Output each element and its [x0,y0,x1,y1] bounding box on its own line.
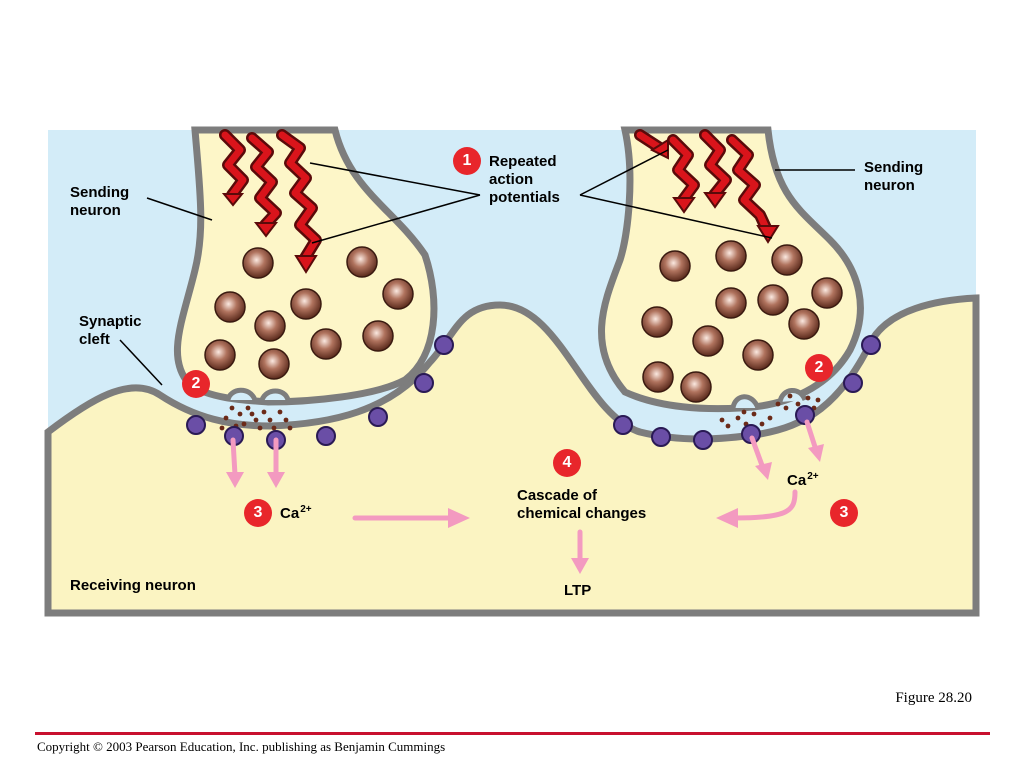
neurotransmitter-dot [241,421,247,427]
repeated-action-potentials-label: Repeated action potentials [489,153,560,206]
copyright-notice: Copyright © 2003 Pearson Education, Inc.… [37,739,446,754]
cascade-label: Cascade of chemical changes [517,487,647,522]
synaptic-vesicle [692,325,724,357]
receptor [316,426,336,446]
receiving-neuron-label: Receiving neuron [70,577,196,594]
synaptic-vesicle [382,278,414,310]
sending-neuron-label-right: Sending neuron [864,159,924,194]
step-2-badge-right: 2 [805,354,833,382]
neurotransmitter-dot [775,401,781,407]
fusion-pores [225,387,808,410]
footer-divider [35,732,990,735]
neurotransmitter-dot [805,395,811,401]
synaptic-vesicle [680,371,712,403]
neurotransmitter-dot [277,409,283,415]
neurotransmitter-dot [815,397,821,403]
receptor [434,335,454,355]
neurotransmitter-dot [237,411,243,417]
synaptic-vesicle [788,308,820,340]
synaptic-vesicles [204,240,843,403]
figure-caption: Figure 28.20 [895,690,972,706]
neurotransmitter-dot [261,409,267,415]
receptor [861,335,881,355]
synaptic-vesicle [771,244,803,276]
neurotransmitter-dot [725,423,731,429]
neurotransmitter-dot [287,425,293,431]
synaptic-vesicle [659,250,691,282]
synaptic-vesicle [242,247,274,279]
neurotransmitter-cluster-left [219,405,293,431]
neurotransmitter-dot [767,415,773,421]
synaptic-vesicle [204,339,236,371]
receptor [741,424,761,444]
sending-neuron-label-left: Sending neuron [70,184,130,219]
synaptic-vesicle [641,306,673,338]
neurotransmitter-dot [751,411,757,417]
calcium-influx-arrows [230,419,819,563]
synaptic-vesicle [310,328,342,360]
step-3-badge-left: 3 [244,499,272,527]
calcium-ion-label-right: Ca2+ [787,471,819,489]
synaptic-vesicle [290,288,322,320]
neurotransmitter-dot [787,393,793,399]
receptor [795,405,815,425]
neurotransmitter-dot [741,409,747,415]
action-potential-arrows-fill [221,131,770,262]
neurotransmitter-dot [219,425,225,431]
synaptic-vesicle [214,291,246,323]
neurotransmitter-dot [759,421,765,427]
neurotransmitter-dot [735,415,741,421]
receptor [613,415,633,435]
step-1-badge: 1 [453,147,481,175]
step-2-badge-left: 2 [182,370,210,398]
receptor [186,415,206,435]
neurotransmitter-dot [283,417,289,423]
neurotransmitter-dot [229,405,235,411]
neurotransmitter-dot [253,417,259,423]
calcium-ion-label-left: Ca2+ [280,504,312,522]
neurotransmitter-dot [257,425,263,431]
step-4-badge: 4 [553,449,581,477]
neurotransmitter-dot [783,405,789,411]
neurotransmitter-dot [249,411,255,417]
synaptic-vesicle [811,277,843,309]
synaptic-vesicle [757,284,789,316]
receptor [368,407,388,427]
receiving-neuron-body [44,294,980,617]
neurotransmitter-dot [795,401,801,407]
synaptic-vesicle [715,287,747,319]
synaptic-vesicle [254,310,286,342]
leader-lines [119,149,855,386]
receptor [651,427,671,447]
synaptic-vesicle [742,339,774,371]
synaptic-vesicle [715,240,747,272]
synaptic-vesicle [258,348,290,380]
synaptic-cleft-label: Synaptic cleft [79,313,142,348]
receptor [414,373,434,393]
synaptic-vesicle [642,361,674,393]
ltp-label: LTP [564,582,592,599]
receptor-proteins [186,335,881,450]
receptor [693,430,713,450]
receptor [843,373,863,393]
synaptic-vesicle [346,246,378,278]
neurotransmitter-dot [719,417,725,423]
neurotransmitter-dot [267,417,273,423]
neurotransmitter-dot [245,405,251,411]
action-potential-arrowheads [221,138,780,274]
neurotransmitter-dot [271,425,277,431]
synaptic-vesicle [362,320,394,352]
neurotransmitter-dot [223,415,229,421]
step-3-badge-right: 3 [830,499,858,527]
calcium-arrowheads [226,444,824,574]
